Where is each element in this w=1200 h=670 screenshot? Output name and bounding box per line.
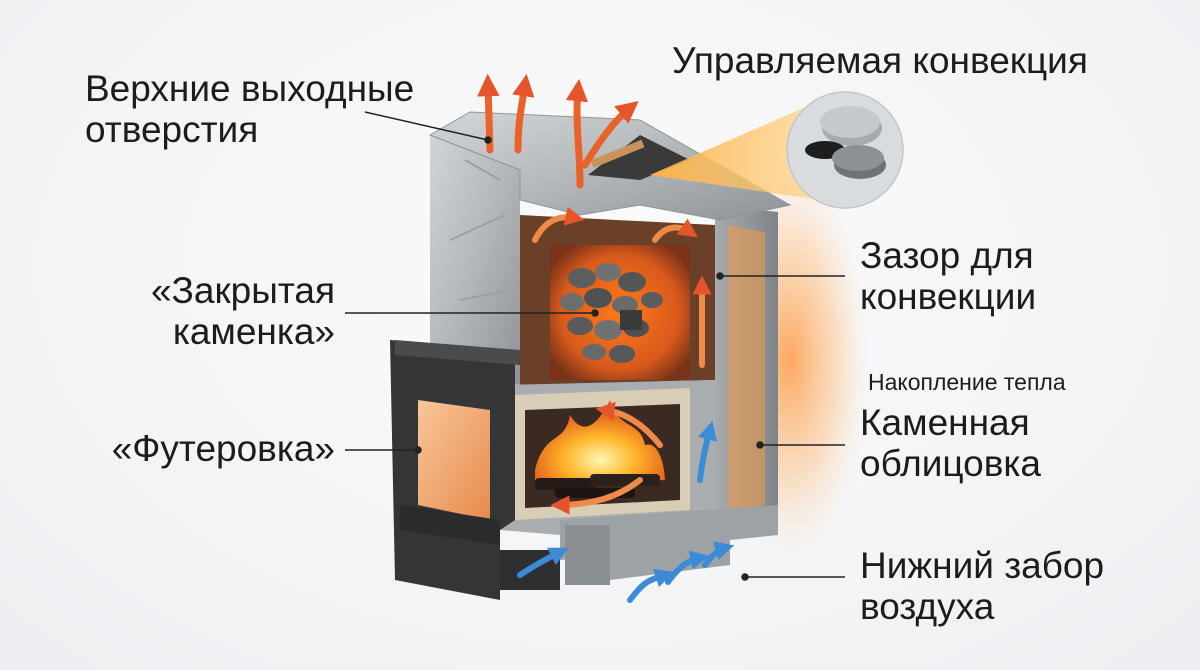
hot-arrow-inner-2 [652, 218, 698, 243]
label-convection-gap-line1: Зазор для [860, 235, 1034, 276]
label-lining-text: «Футеровка» [111, 428, 335, 469]
label-convection-gap: Зазор для конвекции [860, 235, 1036, 318]
hot-arrow-inner-5 [550, 477, 643, 515]
hot-air-arrows-inner [532, 206, 712, 515]
fire [535, 400, 665, 485]
cold-arrow-1 [517, 547, 569, 578]
sauna-stones [560, 263, 663, 363]
label-top-vents-line2: отверстия [85, 109, 259, 151]
label-top-vents: Верхние выходные отверстия [85, 68, 414, 151]
cold-arrow-4 [702, 541, 735, 568]
hot-arrow-inner-1 [532, 206, 585, 243]
label-bottom-air-intake-line1: Нижний забор [860, 545, 1105, 586]
stone-base [560, 505, 778, 580]
label-bottom-air-intake: Нижний забор воздуха [860, 545, 1104, 628]
stone-body-upper [430, 125, 520, 385]
label-closed-heater-line1: «Закрытая [150, 270, 335, 311]
cold-air-arrows [517, 420, 735, 603]
callout-lines [345, 111, 845, 581]
convection-damper-inset [786, 91, 904, 209]
hot-arrow-4 [581, 101, 639, 169]
hot-arrow-inner-4 [595, 401, 663, 448]
hot-arrow-3 [565, 78, 589, 189]
label-controlled-convection: Управляемая конвекция [672, 40, 1088, 81]
label-controlled-convection-text: Управляемая конвекция [672, 40, 1088, 81]
label-stone-cladding: Каменная облицовка [860, 402, 1041, 485]
cold-arrow-5 [697, 420, 717, 483]
label-convection-gap-line2: конвекции [860, 276, 1037, 318]
label-heat-accumulation-text: Накопление тепла [868, 369, 1066, 395]
label-closed-heater-line2: каменка» [172, 311, 335, 353]
highlight-beam [650, 105, 820, 200]
callout-top-vents [364, 111, 489, 141]
cold-arrow-2 [627, 568, 675, 603]
label-top-vents-line1: Верхние выходные [85, 68, 415, 109]
firewood [535, 474, 660, 498]
hot-air-arrows-top [477, 73, 639, 189]
label-heat-accumulation: Накопление тепла [868, 369, 1066, 396]
label-bottom-air-intake-line2: воздуха [860, 586, 995, 628]
label-closed-heater: «Закрытая каменка» [150, 270, 335, 353]
door-glass [418, 400, 490, 520]
hot-arrow-2 [512, 73, 535, 154]
label-stone-cladding-line2: облицовка [860, 443, 1041, 485]
cold-arrow-3 [665, 550, 710, 585]
label-lining: «Футеровка» [95, 428, 335, 469]
label-stone-cladding-line1: Каменная [860, 402, 1030, 443]
